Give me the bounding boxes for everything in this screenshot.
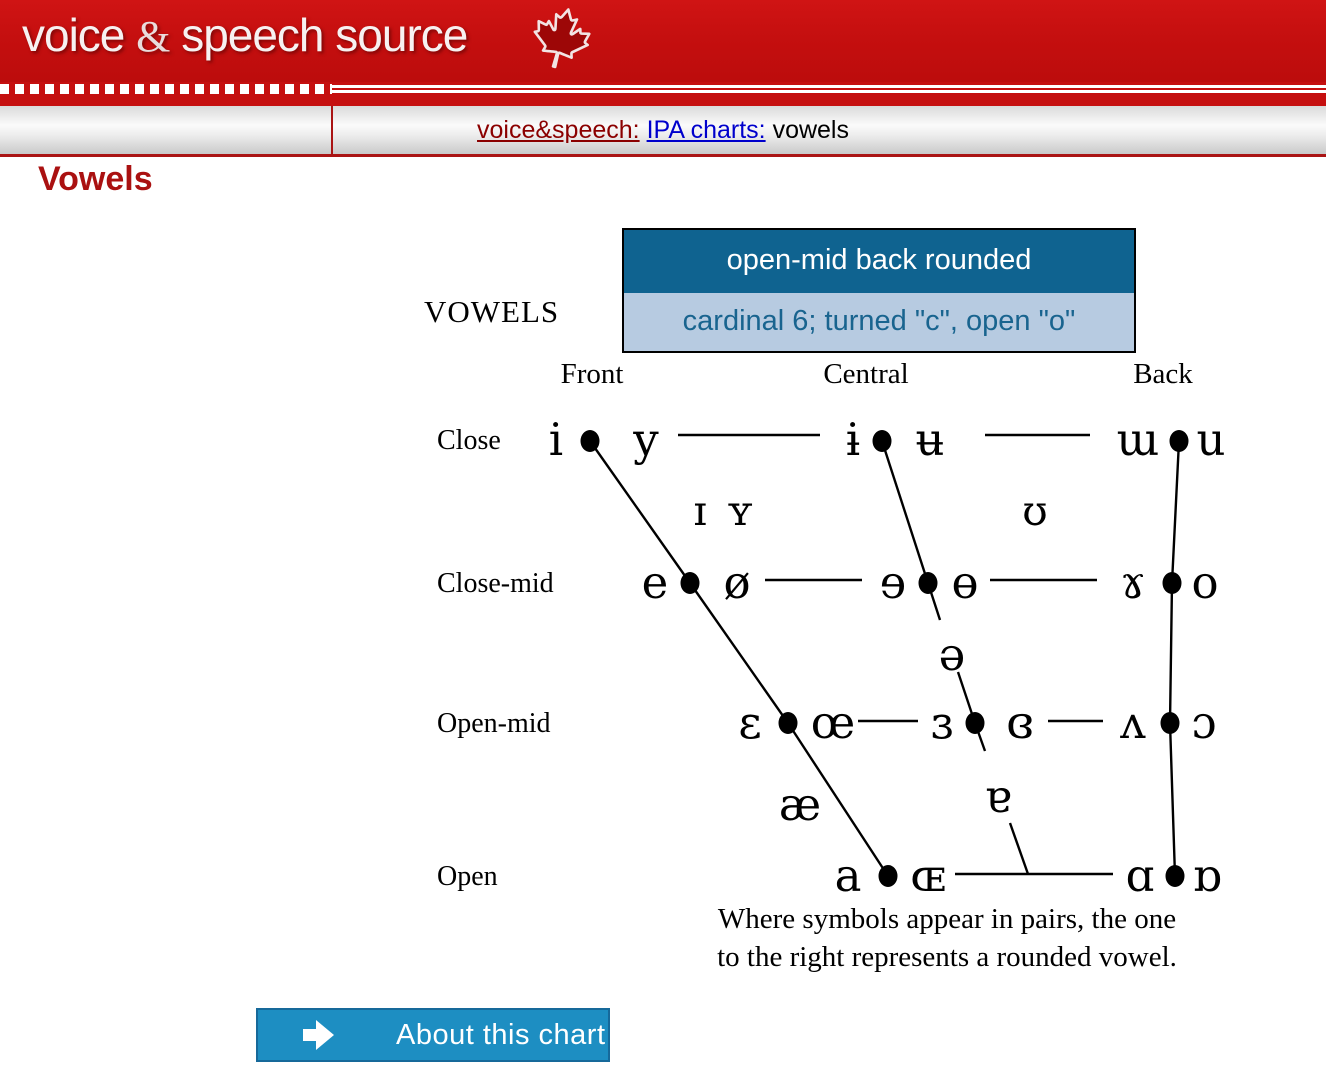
row-label-open: Open: [437, 861, 498, 892]
dot-closemid-back: [1162, 572, 1182, 594]
dot-closemid-front: [680, 572, 700, 594]
breadcrumb-current-page: vowels: [772, 116, 849, 144]
breadcrumb-content: voice&speech: IPA charts: vowels: [477, 106, 849, 154]
dot-open-back: [1165, 865, 1185, 887]
vowel-turned-v[interactable]: ʌ: [1119, 696, 1146, 749]
vowel-reversed-e[interactable]: ɘ: [880, 556, 907, 609]
breadcrumb-divider: [331, 106, 333, 154]
vowel-small-cap-i[interactable]: ɪ: [693, 487, 706, 535]
tooltip-title: open-mid back rounded: [624, 230, 1134, 293]
vowel-turned-script-a[interactable]: ɒ: [1193, 849, 1222, 902]
site-banner: voice & speech source: [0, 0, 1326, 82]
column-header-back: Back: [1133, 358, 1193, 390]
vowel-tooltip: open-mid back rounded cardinal 6; turned…: [622, 228, 1136, 353]
vowel-turned-a[interactable]: ɐ: [985, 770, 1012, 823]
vowel-upsilon[interactable]: ʊ: [1022, 487, 1047, 535]
vowel-o-slash[interactable]: ø: [723, 556, 750, 609]
vowel-i[interactable]: i: [549, 413, 563, 466]
vowel-small-cap-y[interactable]: ʏ: [727, 487, 754, 535]
line-front-edge: [589, 440, 890, 877]
page-title: Vowels: [38, 160, 153, 198]
column-header-front: Front: [561, 358, 624, 390]
line-central-edge-1: [880, 440, 930, 584]
dot-openmid-front: [778, 712, 798, 734]
dot-close-back: [1169, 430, 1189, 452]
column-header-central: Central: [823, 358, 908, 390]
row-label-close: Close: [437, 425, 501, 456]
vowel-symbols: i y ɨ ʉ ɯ u ɪ ʏ ʊ e ø ɘ ɵ ɤ o ə ɛ œ ɜ ɞ …: [549, 413, 1226, 902]
vowel-u-bar[interactable]: ʉ: [916, 413, 945, 466]
row-label-close-mid: Close-mid: [437, 568, 554, 599]
row-label-open-mid: Open-mid: [437, 708, 551, 739]
vowel-script-a[interactable]: ɑ: [1126, 849, 1155, 902]
tooltip-description: cardinal 6; turned "c", open "o": [624, 293, 1134, 351]
vowel-u[interactable]: u: [1197, 413, 1226, 466]
dot-open-front: [878, 865, 898, 887]
vowel-closed-reversed-epsilon[interactable]: ɞ: [1006, 696, 1034, 749]
stripe-lines: [332, 82, 1326, 96]
breadcrumb-link-voice-speech[interactable]: voice&speech:: [477, 116, 640, 144]
dot-openmid-back: [1160, 712, 1180, 734]
chart-title: VOWELS: [424, 294, 560, 329]
breadcrumb-link-ipa-charts[interactable]: IPA charts:: [646, 116, 766, 144]
maple-leaf-icon: [533, 8, 591, 69]
line-central-edge-5: [1008, 822, 1030, 875]
vowel-y[interactable]: y: [632, 413, 659, 466]
chart-note-line1: Where symbols appear in pairs, the one: [718, 903, 1176, 935]
vowel-rams-horns[interactable]: ɤ: [1120, 556, 1145, 609]
vowel-schwa[interactable]: ə: [939, 628, 966, 681]
dot-close-central: [872, 430, 892, 452]
breadcrumb: voice&speech: IPA charts: vowels: [0, 106, 1326, 157]
dot-close-front: [580, 430, 600, 452]
vowel-epsilon[interactable]: ɛ: [738, 696, 761, 749]
vowel-e[interactable]: e: [642, 556, 669, 609]
vowel-ash[interactable]: æ: [779, 778, 821, 831]
logo-word-speech-source: speech source: [181, 9, 468, 61]
logo-ampersand: &: [136, 12, 170, 61]
vowel-i-bar[interactable]: ɨ: [846, 413, 860, 466]
decorative-stripe-row: [0, 82, 1326, 96]
vowel-barred-o[interactable]: ɵ: [951, 556, 978, 609]
site-logo-text[interactable]: voice & speech source: [22, 8, 468, 62]
line-back-edge: [1168, 440, 1181, 877]
chart-note-line2: to the right represents a rounded vowel.: [717, 941, 1177, 973]
vowel-a[interactable]: a: [835, 849, 862, 902]
vowel-small-cap-oe[interactable]: ɶ: [910, 849, 946, 902]
logo-word-voice: voice: [22, 9, 125, 61]
red-divider-band: [0, 96, 1326, 106]
dot-openmid-central: [965, 712, 985, 734]
chart-dots: [580, 430, 1189, 887]
about-this-chart-button[interactable]: About this chart: [256, 1008, 610, 1062]
chart-lines: [589, 433, 1181, 877]
vowel-open-o-highlighted[interactable]: ɔ: [1191, 696, 1216, 749]
dot-closemid-central: [918, 572, 938, 594]
vowel-reversed-epsilon[interactable]: ɜ: [931, 696, 954, 749]
about-button-label: About this chart: [396, 1018, 606, 1051]
vowel-o[interactable]: o: [1191, 556, 1218, 609]
vowel-chart: Front Central Back Close Close-mid Open-…: [437, 358, 1226, 973]
vowel-oe[interactable]: œ: [811, 696, 856, 749]
right-arrow-icon: [302, 1019, 336, 1051]
stripe-dots: [0, 84, 332, 94]
vowel-turned-m[interactable]: ɯ: [1117, 413, 1160, 466]
